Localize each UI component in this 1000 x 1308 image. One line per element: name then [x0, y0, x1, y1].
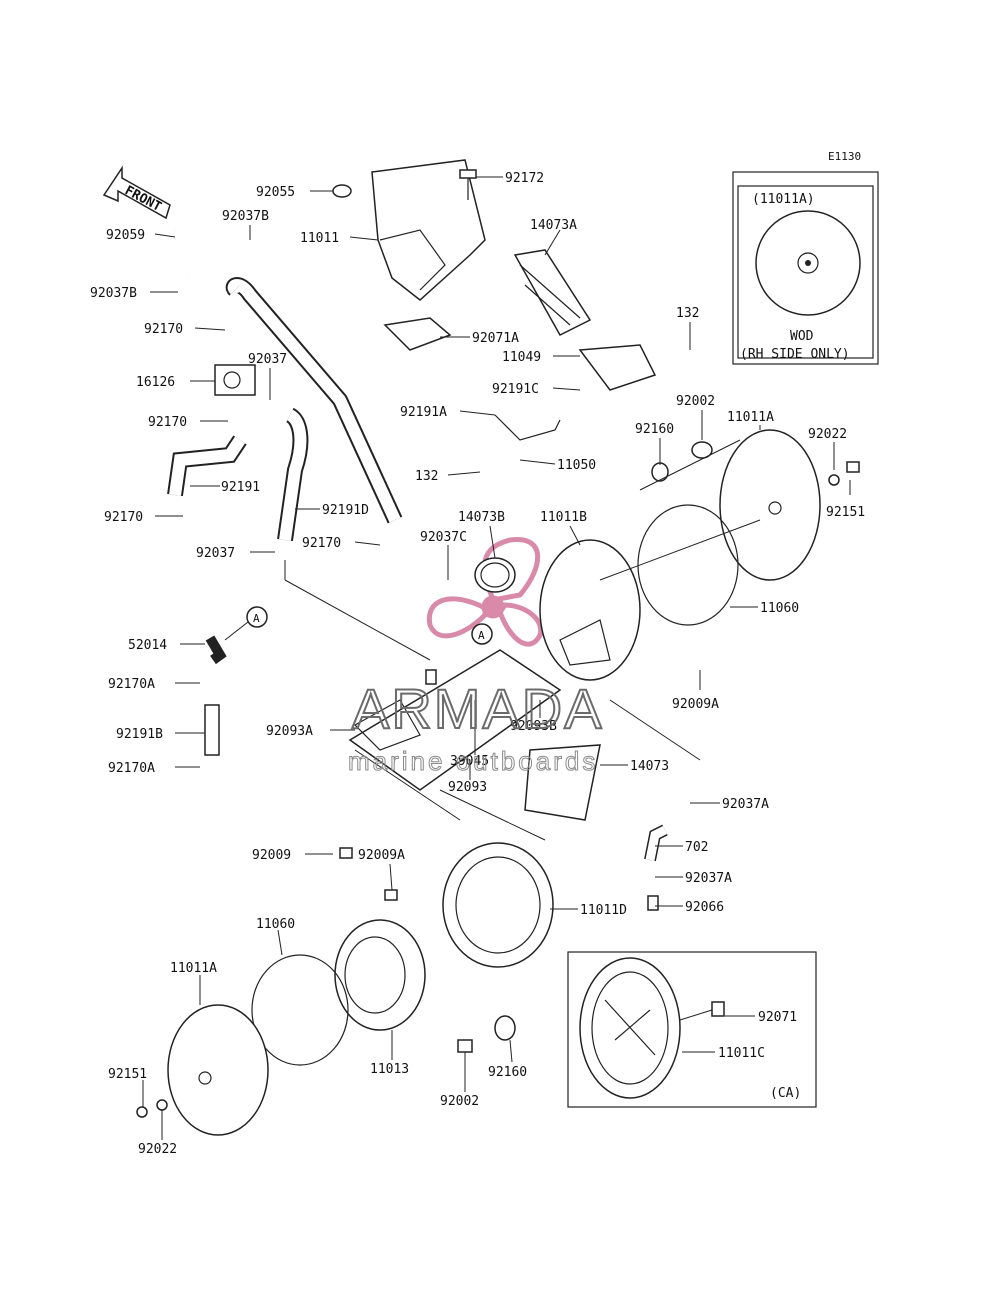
part-label: 92093: [448, 780, 487, 795]
part-label: 92002: [440, 1094, 479, 1109]
part-label: 92093B: [510, 719, 557, 734]
part-label: 52014: [128, 638, 167, 653]
part-label: 132: [415, 469, 438, 484]
part-label: 92009: [252, 848, 291, 863]
part-label: 92071A: [472, 331, 519, 346]
part-label: 92037B: [90, 286, 137, 301]
part-label: 132: [676, 306, 699, 321]
inset-ca-box: (CA): [567, 951, 817, 1108]
watermark-propeller-icon: [426, 536, 544, 647]
part-label: 92055: [256, 185, 295, 200]
part-label: 702: [685, 840, 708, 855]
inset-ca-tag: (CA): [770, 1086, 801, 1101]
part-label: 92037C: [420, 530, 467, 545]
inset-ref: (11011A): [752, 192, 815, 207]
part-label: 11011: [300, 231, 339, 246]
part-label: 92059: [106, 228, 145, 243]
part-label: 92191A: [400, 405, 447, 420]
part-label: 39045: [450, 754, 489, 769]
part-label: 92093A: [266, 724, 313, 739]
front-label: FRONT: [122, 183, 164, 215]
callout-a-top-letter: A: [253, 612, 260, 625]
front-arrow-icon: FRONT: [102, 165, 171, 220]
part-label: 92191D: [322, 503, 369, 518]
inset-rh-side: (RH SIDE ONLY): [740, 347, 850, 362]
part-label: 92170: [302, 536, 341, 551]
part-label: 92170A: [108, 677, 155, 692]
part-label: 11011A: [727, 410, 774, 425]
part-label: 92170: [104, 510, 143, 525]
callout-a-mid: A: [471, 623, 493, 645]
part-label: 92037A: [722, 797, 769, 812]
part-label: 92071: [758, 1010, 797, 1025]
part-label: 11011C: [718, 1046, 765, 1061]
part-label: 92151: [108, 1067, 147, 1082]
part-label: 92160: [488, 1065, 527, 1080]
part-label: 11011D: [580, 903, 627, 918]
part-label: 92160: [635, 422, 674, 437]
part-label: 11013: [370, 1062, 409, 1077]
part-label: 92170: [148, 415, 187, 430]
part-label: 92037: [196, 546, 235, 561]
part-label: 92151: [826, 505, 865, 520]
part-label: 92022: [808, 427, 847, 442]
part-label: 92037B: [222, 209, 269, 224]
watermark-brand: ARMADA: [352, 677, 604, 740]
part-label: 92172: [505, 171, 544, 186]
part-label: 11060: [760, 601, 799, 616]
part-labels: 92055 92172 92037B 14073A 11011 92059 92…: [90, 171, 865, 1157]
part-label: 92037A: [685, 871, 732, 886]
inset-wod: WOD: [790, 329, 814, 344]
part-label: 92002: [676, 394, 715, 409]
part-label: 11011B: [540, 510, 587, 525]
part-label: 92170: [144, 322, 183, 337]
part-label: 14073B: [458, 510, 505, 525]
callout-a-mid-letter: A: [478, 629, 485, 642]
diagram-code: E1130: [828, 150, 861, 163]
part-shapes: [136, 159, 860, 1136]
part-label: 14073: [630, 759, 669, 774]
part-label: 92191: [221, 480, 260, 495]
part-label: 14073A: [530, 218, 577, 233]
part-label: 92170A: [108, 761, 155, 776]
part-label: 92009A: [672, 697, 719, 712]
part-label: 16126: [136, 375, 175, 390]
part-label: 92191B: [116, 727, 163, 742]
part-label: 11011A: [170, 961, 217, 976]
part-label: 11060: [256, 917, 295, 932]
watermark-tagline: marine outboards: [348, 746, 598, 776]
part-label: 11049: [502, 350, 541, 365]
part-label: 92022: [138, 1142, 177, 1157]
callout-a-top: A: [246, 606, 268, 628]
leader-lines: [142, 176, 851, 1140]
part-label: 92037: [248, 352, 287, 367]
part-label: 92009A: [358, 848, 405, 863]
part-label: 11050: [557, 458, 596, 473]
part-label: 92066: [685, 900, 724, 915]
part-label: 92191C: [492, 382, 539, 397]
inset-wod-box: (11011A) WOD (RH SIDE ONLY): [732, 171, 879, 365]
